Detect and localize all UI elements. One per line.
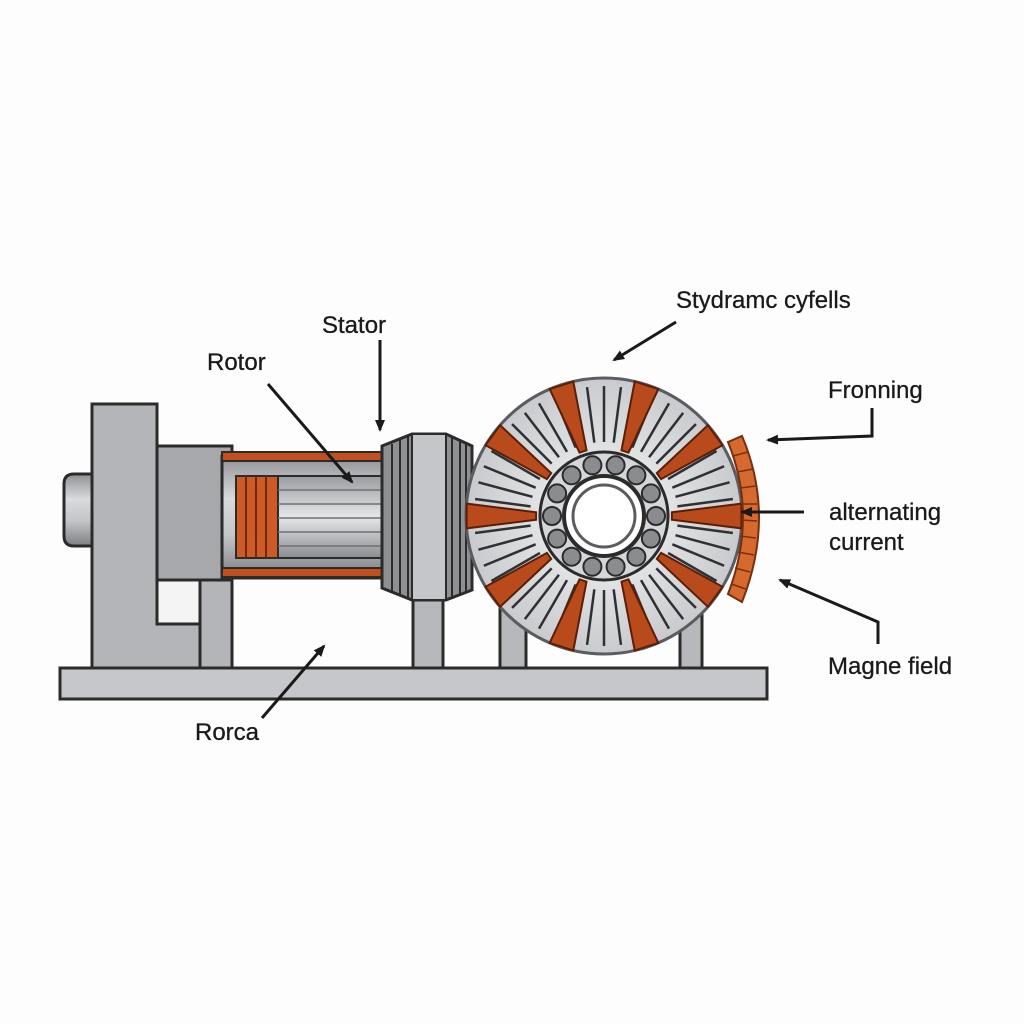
copper-coil	[484, 423, 553, 481]
copper-coil	[655, 551, 724, 609]
label-magne-field: Magne field	[828, 653, 953, 680]
rotor-tooth	[547, 528, 568, 549]
magne-field-leader	[778, 578, 880, 644]
lamination-line	[490, 449, 541, 481]
rotor-cylinder	[220, 451, 384, 580]
label-rorca: Rorca	[195, 719, 260, 746]
label-rotor: Rotor	[207, 349, 266, 376]
current-arc-segment	[726, 434, 760, 604]
leader-lines	[260, 320, 880, 719]
lamination-line	[474, 524, 531, 535]
copper-coil	[620, 578, 660, 652]
rotor-tooth	[582, 455, 603, 476]
label-alternating-line2: current	[829, 529, 904, 556]
copper-coil	[465, 502, 538, 530]
rotor-tooth	[547, 483, 568, 504]
lamination-line	[585, 589, 596, 646]
label-stator: Stator	[322, 312, 387, 339]
lamination-line	[490, 551, 541, 583]
rotor-tooth	[626, 465, 647, 486]
label-stydramc-cyfells: Stydramc cyfells	[676, 287, 851, 314]
copper-coils	[465, 380, 743, 652]
rotor-tooth	[561, 465, 582, 486]
rotor-tooth	[582, 556, 603, 577]
copper-coil	[548, 578, 588, 652]
lamination-line	[483, 543, 537, 567]
copper-coil	[670, 502, 743, 530]
lamination-line	[511, 423, 553, 465]
copper-coil	[620, 380, 660, 454]
copper-coil	[548, 380, 588, 454]
lamination-line	[639, 579, 671, 630]
rotor-tooth	[605, 556, 626, 577]
copper-coil	[655, 423, 724, 481]
lamination-line	[537, 579, 569, 630]
label-alternating-line1: alternating	[829, 499, 942, 526]
lamination-line	[474, 497, 531, 508]
lamination-line	[585, 386, 596, 443]
lamination-line	[671, 543, 725, 567]
rotor-tooth	[646, 506, 666, 526]
shaft-end	[62, 472, 94, 548]
rotor-teeth	[542, 455, 666, 577]
lamination-line	[478, 533, 533, 551]
lamination-line	[677, 497, 734, 508]
stydramc-leader	[612, 320, 677, 362]
lamination-line	[648, 412, 685, 459]
lamination-line	[639, 402, 671, 453]
lamination-line	[655, 567, 697, 609]
base-plate	[58, 666, 769, 701]
fronning-leader	[766, 408, 874, 445]
lamination-line	[671, 465, 725, 489]
lamination-line	[675, 481, 730, 499]
motor-housing	[90, 402, 234, 670]
label-fronning: Fronning	[828, 377, 923, 404]
lamination-line	[612, 386, 623, 443]
lamination-line	[667, 551, 718, 583]
copper-coil	[484, 551, 553, 609]
lamination-line	[655, 423, 697, 465]
rotor-tooth	[605, 455, 626, 476]
lamination-line	[483, 465, 537, 489]
lamination-line	[537, 402, 569, 453]
lamination-line	[511, 567, 553, 609]
lamination-line	[478, 481, 533, 499]
lamination-line	[675, 533, 730, 551]
lamination-line	[648, 573, 685, 620]
rotor-tooth	[626, 546, 647, 567]
lamination-line	[677, 524, 734, 535]
rotor-tooth	[561, 546, 582, 567]
rotor-tooth	[640, 528, 661, 549]
rorca-leader	[260, 644, 326, 719]
rotor-tooth	[640, 483, 661, 504]
rotor-tooth	[542, 506, 562, 526]
lamination-line	[612, 589, 623, 646]
stator-collar	[380, 432, 474, 602]
lamination-line	[523, 412, 560, 459]
lamination-line	[667, 449, 718, 481]
lamination-line	[523, 573, 560, 620]
rotor-leader	[266, 383, 354, 484]
stator-disc	[464, 376, 744, 656]
